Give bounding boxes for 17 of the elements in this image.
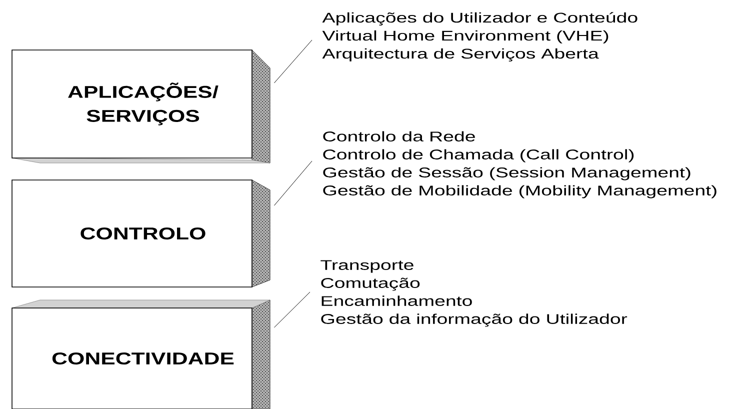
list-item: Gestão de Mobilidade (Mobility Management)	[323, 185, 716, 198]
list-item: Arquitectura de Serviços Aberta	[322, 48, 599, 62]
list-item: Transporte	[320, 260, 414, 273]
layer-box: CONECTIVIDADE	[12, 300, 270, 409]
leader-line	[274, 292, 310, 328]
list-item: Controlo de Chamada (Call Control)	[323, 149, 634, 162]
layer-box: CONTROLO	[12, 180, 252, 288]
list-item: Aplicações do Utilizador e Conteúdo	[322, 12, 638, 26]
list-item: Virtual Home Environment (VHE)	[322, 30, 608, 44]
list-item: Controlo da Rede	[323, 131, 475, 142]
list-item: Comutação	[321, 278, 420, 291]
layer-box: APLICAÇÕES/ SERVIÇOS	[12, 50, 270, 164]
list-item: Gestão da informação do Utilizador	[321, 314, 628, 327]
list-item: Gestão de Sessão (Session Management)	[323, 167, 690, 180]
list-item: Encaminhamento	[322, 296, 472, 306]
leader-line	[274, 40, 312, 84]
leader-line	[274, 160, 312, 206]
